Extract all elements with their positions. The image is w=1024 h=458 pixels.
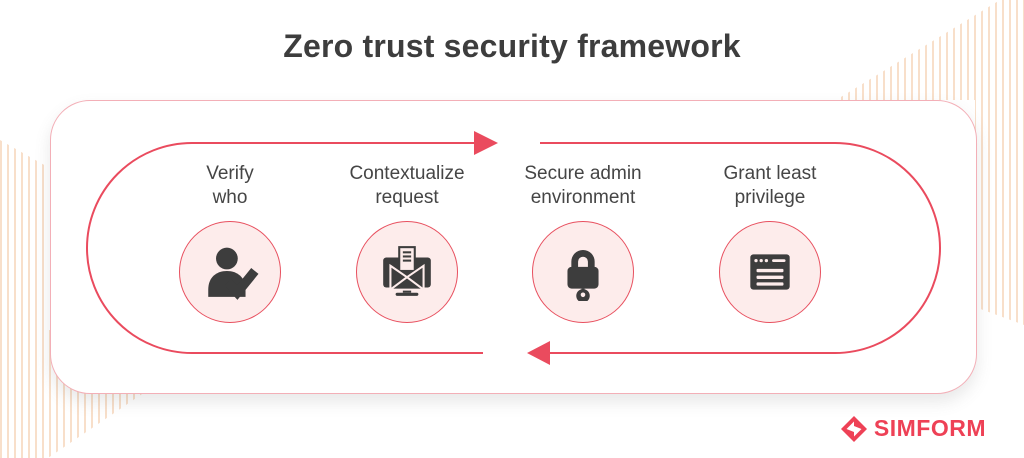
step-label: Secure admin environment	[524, 163, 642, 208]
step-verify-who: Verify who	[140, 162, 320, 323]
step-circle	[179, 221, 281, 323]
page-title: Zero trust security framework	[283, 28, 741, 64]
step-grant-least-privilege: Grant least privilege	[680, 162, 860, 323]
step-label: Grant least privilege	[723, 163, 817, 208]
monitor-mail-icon	[383, 246, 431, 296]
logo-text: SIMFORM	[873, 415, 986, 441]
step-contextualize-request: Contextualize request	[317, 162, 497, 323]
step-circle	[356, 221, 458, 323]
browser-window-icon	[750, 254, 790, 290]
step-label: Contextualize request	[349, 163, 465, 208]
simform-logo: SIMFORM	[840, 415, 986, 442]
step-circle	[532, 221, 634, 323]
step-label: Verify who	[206, 163, 254, 208]
step-secure-admin-environment: Secure admin environment	[493, 162, 673, 323]
user-check-icon	[208, 247, 259, 300]
step-circle	[719, 221, 821, 323]
simform-s-mark-icon	[840, 415, 867, 442]
padlock-icon	[567, 250, 599, 301]
